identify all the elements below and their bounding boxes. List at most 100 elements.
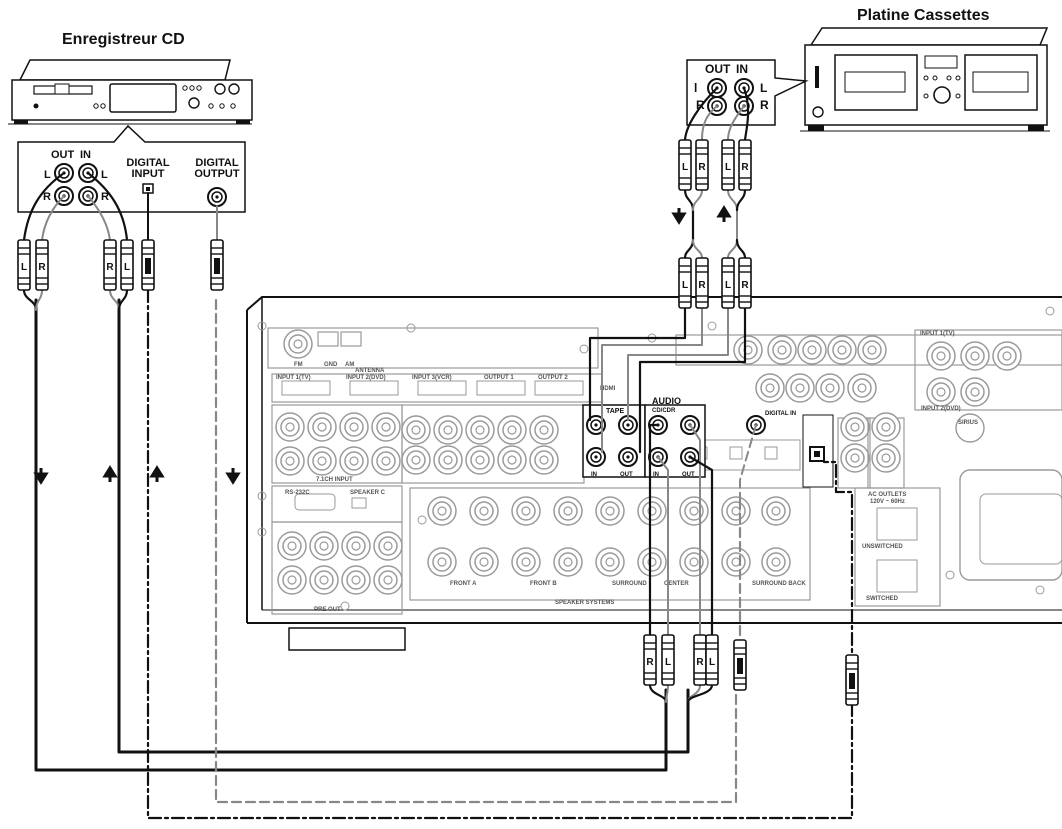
cd-in-r-plug-label: R [106,262,114,273]
cassette-panel: OUT IN l R L R [694,62,769,116]
svg-text:OUTPUT 1: OUTPUT 1 [484,375,514,381]
audio-label: AUDIO [652,396,681,406]
cables [22,86,854,820]
svg-text:HDMI: HDMI [600,386,616,392]
tape-out-label: OUT [705,62,731,76]
arrow-down-icon [226,466,240,484]
svg-text:SPEAKER C: SPEAKER C [350,490,386,496]
tape-out-r-plug-label: R [698,162,706,173]
optical-plug [141,239,155,291]
rx-cd-out-l-plug-label: L [709,657,715,668]
cd-in-l-plug: L [120,239,134,291]
tape-in-l-plug-label: L [725,162,731,173]
rx-coax-plug [733,639,747,691]
svg-text:OUT: OUT [620,472,633,478]
svg-text:SURROUND BACK: SURROUND BACK [752,581,806,587]
svg-text:IN: IN [653,472,659,478]
tape-in-r-plug-label: R [741,162,749,173]
rx-tape-out-l-plug: L [721,257,735,309]
arrow-up-icon [103,466,117,484]
svg-text:IN: IN [591,472,597,478]
tape-left-label: l [694,81,697,95]
tape-in-label: IN [736,62,748,76]
cd-in-label: IN [80,149,91,161]
tape-out-r-plug: R [695,139,709,191]
cassette-deck-title: Platine Cassettes [857,7,990,24]
svg-text:OUT: OUT [682,472,695,478]
rx-tape-in-l-plug-label: L [682,280,688,291]
svg-text:SPEAKER SYSTEMS: SPEAKER SYSTEMS [555,600,614,606]
rx-cd-out-r-plug: R [693,634,707,686]
cd-in-r-plug: R [103,239,117,291]
rx-cd-in-r-plug-label: R [646,657,654,668]
arrow-up-icon [150,466,164,484]
svg-text:FM: FM [294,362,303,368]
cd-out-label: OUT [51,149,75,161]
receiver-audio-jacks: AUDIO CD/CDR TAPE IN OUT IN OUT DIGITAL … [582,396,834,488]
rx-cd-in-r-plug: R [643,634,657,686]
tape-in-l-plug: L [721,139,735,191]
cd-coax-jack [207,187,227,207]
cd-digital-output-label-2: OUTPUT [194,168,240,180]
svg-text:7.1CH INPUT: 7.1CH INPUT [316,477,353,483]
svg-text:120V ~ 60Hz: 120V ~ 60Hz [870,499,905,505]
arrow-down-icon [672,206,686,224]
rx-cd-in-l-plug: L [661,634,675,686]
rx-tape-in-l-plug: L [678,257,692,309]
svg-text:FRONT B: FRONT B [530,581,557,587]
svg-text:INPUT 1(TV): INPUT 1(TV) [920,331,955,337]
cd-right-label-2: R [101,191,109,203]
rx-cd-out-r-plug-label: R [696,657,704,668]
svg-text:OUTPUT 2: OUTPUT 2 [538,375,568,381]
cd-out-l-plug-label: L [21,262,27,273]
svg-text:GND: GND [324,362,338,368]
tape-right-label-2: R [760,98,769,112]
receiver-labels: ANTENNA FM GND AM INPUT 1(TV) INPUT 2(DV… [276,331,978,613]
rx-tape-out-r-plug-label: R [741,280,749,291]
tape-in-r-plug: R [738,139,752,191]
rx-cd-out-l-plug: L [705,634,719,686]
svg-text:AM: AM [345,362,354,368]
svg-text:INPUT 1(TV): INPUT 1(TV) [276,375,311,381]
svg-text:RS-232C: RS-232C [285,490,310,496]
svg-text:SURROUND: SURROUND [612,581,647,587]
svg-text:UNSWITCHED: UNSWITCHED [862,544,903,550]
rx-cd-in-l-plug-label: L [665,657,671,668]
digital-in-label: DIGITAL IN [765,411,796,417]
svg-text:FRONT A: FRONT A [450,581,477,587]
cd-recorder-title: Enregistreur CD [62,31,185,48]
cd-digital-output-label-1: DIGITAL [195,157,238,169]
tape-out-l-plug-label: L [682,162,688,173]
svg-text:INPUT 2(DVD): INPUT 2(DVD) [921,406,961,412]
svg-text:AC OUTLETS: AC OUTLETS [868,492,906,498]
cd-out-r-plug: R [35,239,49,291]
svg-text:PRE OUT: PRE OUT [314,607,341,613]
cd-left-label-2: L [101,169,108,181]
receiver-rear-panel [246,296,1062,651]
svg-text:INPUT 3(VCR): INPUT 3(VCR) [412,375,452,381]
rx-tape-out-r-plug: R [738,257,752,309]
rx-optical-plug [845,654,859,706]
svg-text:SWITCHED: SWITCHED [866,596,899,602]
rx-tape-out-l-plug-label: L [725,280,731,291]
cd-cdr-label: CD/CDR [652,408,676,414]
cd-digital-input-label-2: INPUT [132,168,165,180]
svg-text:SIRIUS: SIRIUS [958,420,978,426]
tape-section-label: TAPE [606,408,624,415]
cd-in-l-plug-label: L [124,262,130,273]
svg-text:INPUT 2(DVD): INPUT 2(DVD) [346,375,386,381]
cd-out-l-plug: L [17,239,31,291]
arrow-up-icon [717,206,731,224]
rx-tape-out-r [618,447,638,467]
tape-out-l-plug: L [678,139,692,191]
rx-tape-in-r-plug-label: R [698,280,706,291]
tape-right-label: R [696,98,705,112]
cd-right-label: R [43,191,51,203]
rx-tape-in-r-plug: R [695,257,709,309]
cd-recorder-panel: OUT IN L R L R DIGITAL INPUT DIGITAL OUT… [43,149,240,207]
cd-out-r-plug-label: R [38,262,46,273]
cd-digital-input-label-1: DIGITAL [126,157,169,169]
tape-left-label-2: L [760,81,767,95]
